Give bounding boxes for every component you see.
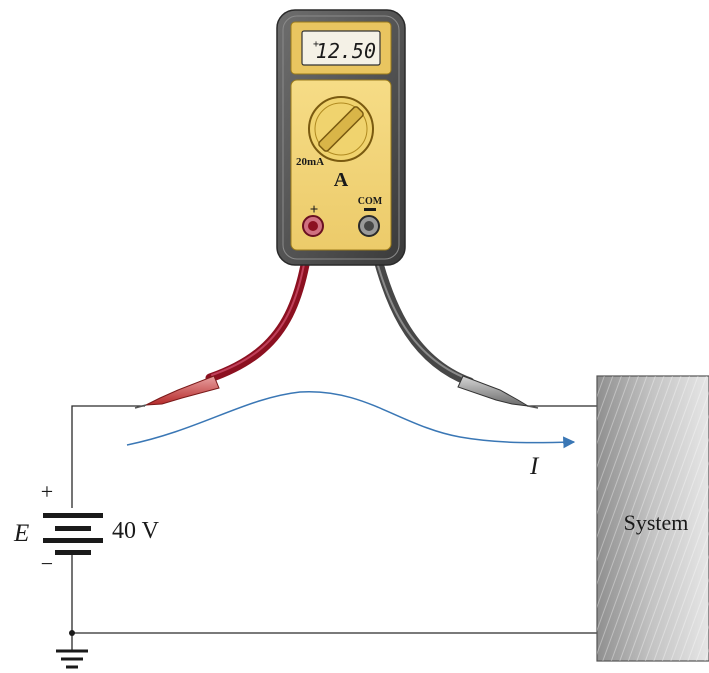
system-label: System xyxy=(624,510,689,535)
current-label: I xyxy=(529,453,540,480)
battery-plate-long-1 xyxy=(43,513,103,518)
black-probe xyxy=(457,375,539,409)
function-label: A xyxy=(334,169,349,191)
battery-minus-sign: − xyxy=(41,551,53,576)
dial-pointer xyxy=(318,106,364,152)
display-reading: 12.50 xyxy=(316,39,376,63)
display-sign: + xyxy=(313,39,319,50)
com-minus-mark xyxy=(364,208,376,211)
circuit-wires xyxy=(71,405,597,650)
com-terminal-label: COM xyxy=(358,196,383,207)
ground-symbol xyxy=(56,630,88,669)
multimeter: + 12.50 20mA A + COM xyxy=(276,9,406,266)
battery-voltage-label: 40 V xyxy=(112,518,160,544)
range-label: 20mA xyxy=(296,156,324,168)
battery-plate-short-2 xyxy=(55,550,91,555)
junction-dot xyxy=(69,630,75,636)
wire-top-left xyxy=(71,405,145,508)
current-arrow: I xyxy=(126,391,576,480)
battery-symbol: + − E 40 V xyxy=(13,479,160,576)
rotary-dial[interactable] xyxy=(308,96,374,162)
battery-plus-sign: + xyxy=(41,479,53,504)
red-probe xyxy=(134,375,220,409)
lcd-display xyxy=(301,30,381,66)
battery-plate-short-1 xyxy=(55,526,91,531)
plus-terminal-label: + xyxy=(310,202,319,218)
system-block: System xyxy=(596,375,709,662)
battery-symbol-label: E xyxy=(13,520,29,547)
battery-plate-long-2 xyxy=(43,538,103,543)
